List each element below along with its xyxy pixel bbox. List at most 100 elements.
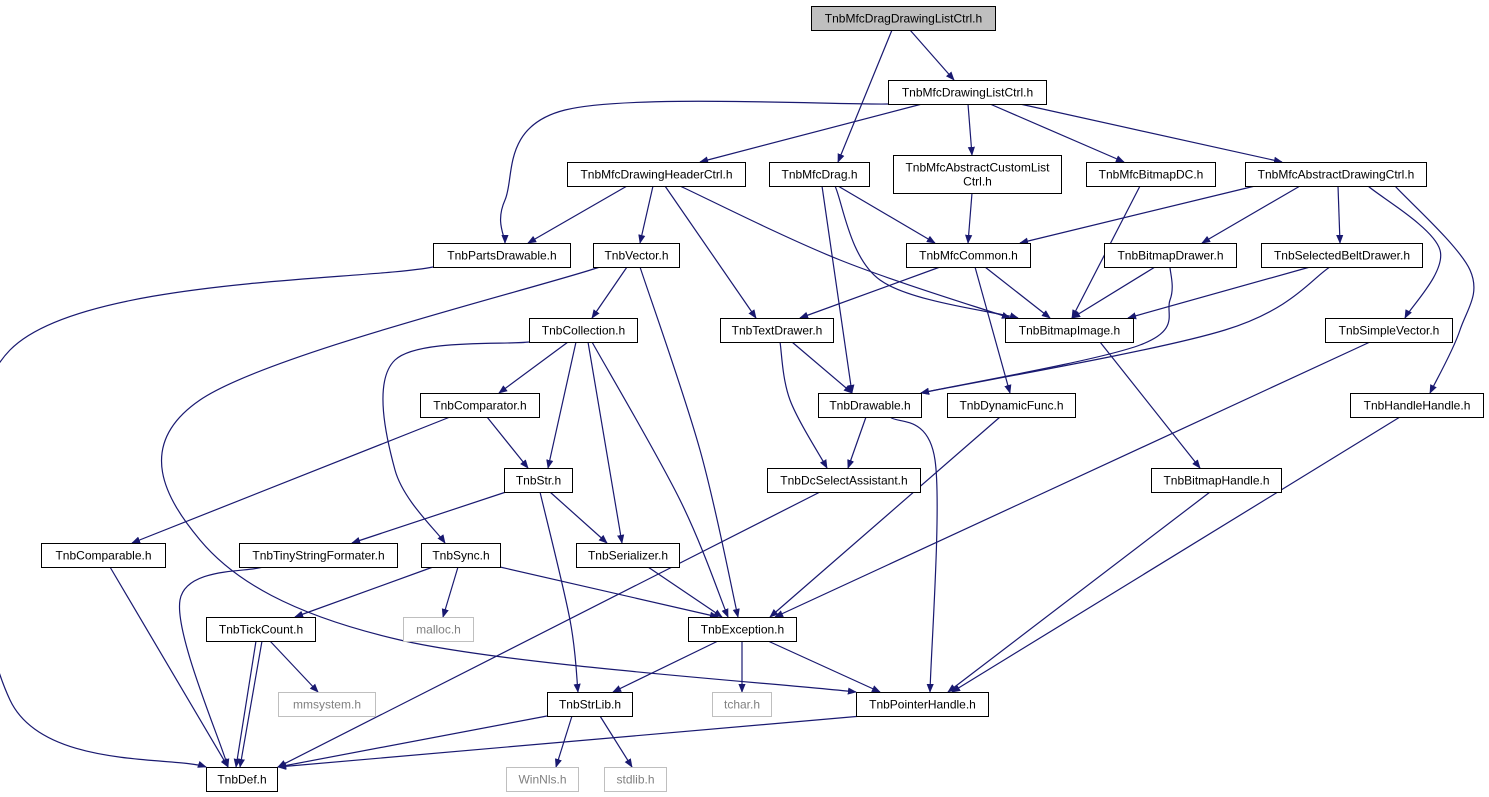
node-textDrawer-box [720,318,834,343]
node-bitmapImage[interactable]: TnbBitmapImage.h [1005,318,1134,343]
edge-handleHandle-to-pointerHandle [951,416,1401,693]
node-tchar: tchar.h [712,692,772,717]
edge-abstractDrawingCtrl-to-handleHandle [1394,185,1475,394]
node-tickCount[interactable]: TnbTickCount.h [206,617,316,642]
node-serializer-label: TnbSerializer.h [588,549,668,563]
edge-textDrawer-to-dcSelectAssistant [779,341,828,469]
edge-drawingListCtrl-to-abstractDrawingCtrl [1019,103,1283,164]
edge-strLib-to-def [277,715,548,770]
node-mfcDrag[interactable]: TnbMfcDrag.h [769,162,870,187]
node-headerCtrl[interactable]: TnbMfcDrawingHeaderCtrl.h [567,162,746,187]
edge-root-to-mfcDrag [837,29,893,163]
node-dynamicFunc-box [947,393,1076,418]
node-collection-box [529,318,638,343]
node-bitmapHandle[interactable]: TnbBitmapHandle.h [1151,468,1282,493]
edge-abstractDrawingCtrl-to-simpleVector [1367,185,1442,319]
node-partsDrawable[interactable]: TnbPartsDrawable.h [433,243,571,268]
edge-tickCount-to-mmsystem [269,640,319,693]
edge-serializer-to-exception [647,566,723,618]
node-bitmapDC[interactable]: TnbMfcBitmapDC.h [1086,162,1216,187]
edge-drawingListCtrl-to-partsDrawable [500,100,889,244]
edge-root-to-drawingListCtrl [909,29,955,81]
edge-dcSelectAssistant-to-def [277,491,821,768]
node-drawingListCtrl[interactable]: TnbMfcDrawingListCtrl.h [888,80,1047,105]
node-str-box [504,468,573,493]
node-comparable-label: TnbComparable.h [55,549,151,563]
node-malloc: malloc.h [403,617,474,642]
node-textDrawer[interactable]: TnbTextDrawer.h [720,318,834,343]
node-def[interactable]: TnbDef.h [206,767,278,792]
node-mfcCommon-label: TnbMfcCommon.h [919,249,1018,263]
edge-abstractCustomList-to-mfcCommon [965,192,973,244]
edge-mfcDrag-to-drawable [821,185,855,394]
edge-str-to-serializer [549,491,608,544]
edge-drawingListCtrl-to-headerCtrl [699,103,923,164]
node-root-label: TnbMfcDragDrawingListCtrl.h [825,12,982,26]
node-bitmapDrawer[interactable]: TnbBitmapDrawer.h [1104,243,1237,268]
node-handleHandle[interactable]: TnbHandleHandle.h [1350,393,1484,418]
edge-comparator-to-str [486,416,529,469]
node-comparator[interactable]: TnbComparator.h [420,393,540,418]
node-mmsystem-box [278,692,376,717]
node-vector[interactable]: TnbVector.h [593,243,680,268]
node-dynamicFunc[interactable]: TnbDynamicFunc.h [947,393,1076,418]
node-tchar-label: tchar.h [724,698,760,712]
node-comparable[interactable]: TnbComparable.h [41,543,166,568]
edge-sync-to-tickCount [294,566,434,618]
edge-sync-to-malloc [441,566,459,618]
node-collection[interactable]: TnbCollection.h [529,318,638,343]
node-simpleVector[interactable]: TnbSimpleVector.h [1325,318,1453,343]
node-mmsystem-label: mmsystem.h [293,698,361,712]
node-abstractDrawingCtrl[interactable]: TnbMfcAbstractDrawingCtrl.h [1245,162,1427,187]
edge-collection-to-comparator [498,341,569,394]
edge-mfcDrag-to-bitmapImage [834,185,1019,320]
node-comparable-box [41,543,166,568]
node-def-box [206,767,278,792]
node-strLib[interactable]: TnbStrLib.h [547,692,633,717]
node-root[interactable]: TnbMfcDragDrawingListCtrl.h [811,6,996,31]
node-mfcDrag-box [769,162,870,187]
node-winnls-label: WinNls.h [518,773,566,787]
node-drawable[interactable]: TnbDrawable.h [818,393,922,418]
edge-tinyStringFormater-to-def [178,566,264,768]
edge-bitmapDrawer-to-bitmapImage [1071,266,1156,319]
edge-comparator-to-comparable [131,416,451,544]
node-mfcCommon[interactable]: TnbMfcCommon.h [906,243,1031,268]
edge-drawingListCtrl-to-abstractCustomList [967,103,975,156]
edge-vector-to-pointerHandle [161,266,857,695]
edge-comparable-to-def [109,566,229,768]
node-serializer[interactable]: TnbSerializer.h [576,543,680,568]
node-dcSelectAssistant[interactable]: TnbDcSelectAssistant.h [767,468,921,493]
edge-abstractDrawingCtrl-to-selectedBeltDrawer [1336,185,1344,244]
edge-mfcDrag-to-mfcCommon [837,185,936,244]
node-tinyStringFormater[interactable]: TnbTinyStringFormater.h [239,543,398,568]
node-bitmapDC-label: TnbMfcBitmapDC.h [1099,168,1204,182]
node-bitmapHandle-box [1151,468,1282,493]
dependency-edges [0,29,1475,770]
edge-headerCtrl-to-bitmapImage [679,185,1011,319]
node-bitmapDC-box [1086,162,1216,187]
node-headerCtrl-box [567,162,746,187]
node-mfcDrag-label: TnbMfcDrag.h [781,168,857,182]
node-partsDrawable-box [433,243,571,268]
node-strLib-label: TnbStrLib.h [559,698,621,712]
edge-bitmapHandle-to-pointerHandle [947,491,1211,693]
edge-abstractDrawingCtrl-to-bitmapDrawer [1201,185,1301,244]
node-exception-box [688,617,797,642]
node-comparator-box [420,393,540,418]
node-exception[interactable]: TnbException.h [688,617,797,642]
node-pointerHandle[interactable]: TnbPointerHandle.h [856,692,989,717]
node-drawingListCtrl-label: TnbMfcDrawingListCtrl.h [902,86,1033,100]
node-sync[interactable]: TnbSync.h [421,543,501,568]
node-vector-label: TnbVector.h [604,249,668,263]
node-exception-label: TnbException.h [701,623,784,637]
edge-str-to-tinyStringFormater [351,491,507,544]
node-selectedBeltDrawer[interactable]: TnbSelectedBeltDrawer.h [1261,243,1423,268]
node-str[interactable]: TnbStr.h [504,468,573,493]
node-bitmapImage-label: TnbBitmapImage.h [1019,324,1120,338]
node-abstractCustomList-label: TnbMfcAbstractCustomList [905,161,1050,175]
edge-bitmapImage-to-bitmapHandle [1099,341,1201,469]
node-winnls: WinNls.h [506,767,579,792]
edge-collection-to-serializer [587,341,625,544]
